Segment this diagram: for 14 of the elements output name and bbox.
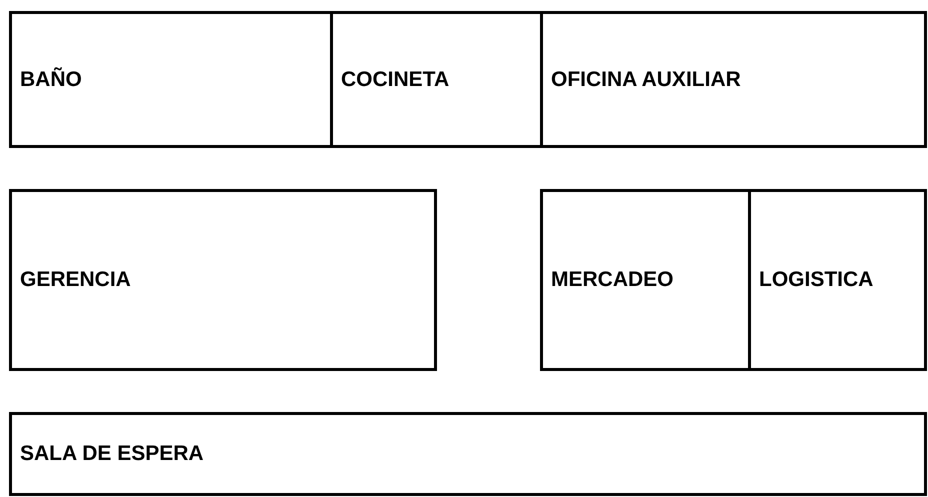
room-label: SALA DE ESPERA (20, 442, 204, 466)
room-label: COCINETA (341, 68, 450, 92)
room-outline (748, 189, 927, 371)
room-outline (9, 11, 333, 148)
room-outline (540, 189, 751, 371)
room-outline (9, 189, 437, 371)
room-label: GERENCIA (20, 268, 131, 292)
room-label: LOGISTICA (759, 268, 874, 292)
room-outline (330, 11, 543, 148)
room-label: OFICINA AUXILIAR (551, 68, 741, 92)
room-label: MERCADEO (551, 268, 674, 292)
room-outline (540, 11, 927, 148)
room-label: BAÑO (20, 68, 82, 92)
room-outline (9, 412, 927, 496)
